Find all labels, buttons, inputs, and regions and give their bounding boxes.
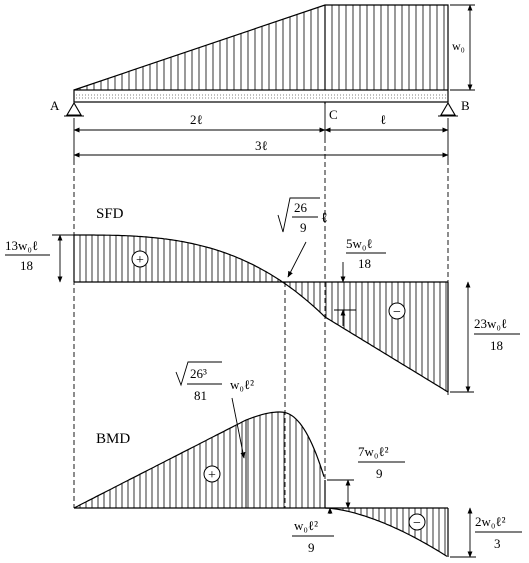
- bmd-hatch: [79, 412, 446, 556]
- load-magnitude-dimension: w₀: [450, 4, 475, 91]
- sfd-pos-sign: +: [136, 253, 144, 268]
- bmd-jump-num: 7w₀ℓ²: [358, 444, 389, 459]
- bmd-jump-den: 9: [376, 466, 383, 481]
- dim-ab-label: 3ℓ: [255, 138, 268, 153]
- sfd-curve: [74, 234, 449, 393]
- bmd-max-suffix: w₀ℓ²: [230, 377, 254, 392]
- bmd-pos-sign: +: [208, 468, 216, 483]
- bmd-max-root: 26³: [190, 366, 207, 381]
- support-b-label: B: [461, 98, 470, 113]
- bmd: BMD 26³ 81 w₀ℓ² 7w₀ℓ² 9 w₀ℓ² 9 2w₀ℓ² 3: [73, 361, 522, 558]
- sfd-zero-suffix: ℓ: [321, 211, 328, 226]
- sfd-mid-num: 5w₀ℓ: [346, 236, 373, 251]
- load-outline: [73, 4, 449, 91]
- sfd-right-den: 18: [490, 338, 503, 353]
- dim-cb-label: ℓ: [380, 112, 386, 127]
- support-a-label: A: [50, 98, 60, 113]
- load-hatch: [79, 5, 445, 90]
- bmd-c-den: 9: [308, 540, 315, 555]
- dim-ac-label: 2ℓ: [190, 112, 203, 127]
- sfd-left-num: 13w₀ℓ: [5, 238, 38, 253]
- support-b: B: [438, 98, 470, 117]
- bmd-neg-sign: −: [413, 516, 421, 531]
- sfd-left-den: 18: [20, 258, 33, 273]
- load-label: w₀: [452, 39, 465, 53]
- bmd-right-num: 2w₀ℓ²: [475, 514, 506, 529]
- beam: [73, 89, 449, 103]
- sfd-neg-sign: −: [393, 305, 401, 320]
- sfd-right-num: 23w₀ℓ: [474, 316, 507, 331]
- bmd-curve-negative: [324, 507, 448, 557]
- bmd-right-den: 3: [494, 536, 501, 551]
- bmd-c-num: w₀ℓ²: [294, 518, 318, 533]
- bmd-title: BMD: [96, 431, 130, 447]
- point-c-label: C: [329, 107, 338, 122]
- span-dimensions: 2ℓ ℓ 3ℓ: [73, 104, 449, 160]
- bmd-max-den: 81: [194, 388, 207, 403]
- support-a: A: [50, 98, 84, 117]
- sfd: SFD 13w₀ℓ 18 26 9 ℓ 5w₀ℓ 18 23w₀ℓ 18: [5, 197, 520, 393]
- sfd-title: SFD: [96, 206, 124, 222]
- distributed-load: [73, 4, 449, 104]
- sfd-zero-root: 26: [294, 200, 308, 215]
- sfd-zero-den: 9: [300, 220, 307, 235]
- sfd-mid-den: 18: [358, 256, 371, 271]
- bmd-curve-positive: [73, 411, 325, 509]
